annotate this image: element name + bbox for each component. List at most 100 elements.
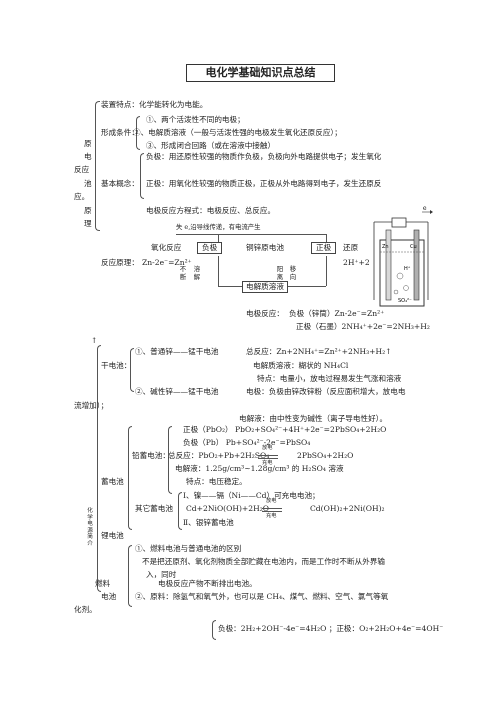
left-eqn: Zn-2e⁻=Zn²⁺ [142, 258, 192, 267]
fuel1-l1: 不是把还原剂、氧化剂物质全部贮藏在电池内，而是工作时不断从外界输 [142, 557, 385, 566]
v-right-1: 阳离 [276, 265, 284, 281]
page-title: 电化学基础知识点总结 [186, 64, 335, 82]
diagram-right-vert [326, 256, 327, 286]
lead-electrolyte: 电解液：1.25g/cm³~1.28g/cm³ 的 H₂SO₄ 溶液 [175, 464, 344, 473]
battery-side-label: 化学电源简介 [87, 508, 93, 547]
fuel1-l2: 入，同时 [146, 570, 177, 579]
yuandian-side-1: 原 [84, 139, 92, 148]
lead-label: 铅蓄电池： [132, 451, 170, 460]
cond-1: ①、两个活泼性不同的电极； [146, 115, 245, 124]
dry-brace [130, 348, 134, 392]
label-cu: Cu [410, 244, 417, 250]
other-label: 其它蓄电池 [135, 504, 173, 513]
cond-2: ②、电解质溶液（一般与活泼性强的电极发生氧化还原反应）； [133, 128, 342, 137]
fuel-label-1: 燃料 [95, 579, 111, 588]
electrode-label: 电极反应： [246, 309, 284, 318]
storage-brace [128, 426, 132, 530]
dry1-feature: 特点：电量小，放电过程易发生气涨和溶液 [257, 374, 402, 383]
concept-neg: 负极：用还原性较强的物质作负极，负极向外电路提供电子；发生氧化 [146, 152, 382, 161]
concept-brace [140, 153, 144, 199]
zn-plate [385, 229, 392, 301]
fuel-brace [128, 545, 132, 607]
cond-brace [136, 116, 140, 150]
other2-title: Ⅱ、银锌蓄电池 [183, 518, 234, 527]
diagram-left-vert [218, 256, 219, 286]
electrolyte-box: 电解质溶液 [242, 281, 288, 293]
label-so4: SO₄²⁻ [398, 298, 412, 304]
cond-3: ③、形成闭合回路（或在溶液中接触） [146, 141, 276, 150]
v-right-2: 移向 [289, 265, 297, 281]
other1-charge: 充电 [266, 513, 277, 519]
other1-title: Ⅰ、镍——镉（Ni——Cd）可充电电池； [183, 491, 320, 500]
diagram-right-drop [326, 234, 327, 242]
v-left-2: 溶解 [193, 265, 201, 281]
fuel1-l3: 电极反应产物不断排出电池。 [158, 579, 257, 588]
lead-neg: 负极（Pb） Pb+SO₄²⁻-2e⁻=PbSO₄ [183, 438, 311, 447]
electrode-arrow: ↑ [91, 336, 98, 345]
lead-discharge: 放电 [262, 445, 273, 451]
label-h: H⁺ [404, 266, 411, 272]
dry1-electrolyte: 电解质溶液：糊状的 NH₄Cl [253, 361, 349, 370]
electrode-neg: 负极（锌筒）Zn-2e⁻=Zn²⁺ [289, 309, 385, 318]
label-zn: Zn [382, 244, 389, 250]
yuandian-side-7: 理 [84, 219, 92, 228]
cell-figure: e Zn Cu H⁺ SO₄²⁻ [373, 205, 433, 307]
diagram-redu: 还原 [343, 243, 359, 252]
lead-arrow-top [258, 455, 278, 456]
fuel2: ②、原料：除氢气和氧气外，也可以是 CH₄、煤气、燃料、空气、氯气等氧 [135, 592, 389, 601]
other1-discharge: 放电 [266, 498, 277, 504]
other1-right: Cd(OH)₂+2Ni(OH)₂ [310, 504, 385, 513]
dry2-title: ②、碱性锌——锰干电池 [135, 387, 219, 396]
yuandian-side-4: 池 [84, 179, 92, 188]
lead-total-left: 总反应：PbO₂+Pb+2H₂SO₄ [168, 451, 270, 460]
other1-arrow-bottom [262, 511, 282, 512]
beaker [379, 239, 425, 307]
diagram-neg-box: 负极 [197, 242, 223, 254]
diagram-oxid: 氧化反应 [151, 243, 182, 252]
v-left-1: 不断 [179, 265, 187, 281]
device-feature: 装置特点：化学能转化为电能。 [101, 100, 208, 109]
lead-feature: 特点：电压稳定。 [186, 477, 247, 486]
other1-arrow-top [262, 508, 282, 509]
lead-charge: 充电 [262, 460, 273, 466]
fuel2-cont: 化剂。 [74, 605, 97, 614]
yuandian-brace [95, 101, 100, 231]
lead-brace [168, 426, 172, 494]
concept-label: 基本概念： [101, 179, 139, 188]
yuandian-side-6: 原 [84, 206, 92, 215]
diagram-top-note: 失 e,沿导线传递，有电流产生 [176, 223, 261, 231]
electrode-pos: 正极（石墨）2NH₄⁺+2e⁻=2NH₃+H₂ [296, 322, 430, 331]
lithium: 锂电池 [101, 531, 124, 540]
meter-box [391, 217, 407, 228]
dry1-total: 总反应：Zn+2NH₄⁺=Zn²⁺+2NH₃+H₂↑ [246, 347, 392, 356]
fuel-eq-brace [212, 620, 216, 640]
label-e: e [423, 205, 427, 212]
dry2-cont: 流增加）； [74, 401, 109, 410]
diagram-left-drop [218, 234, 219, 242]
lead-pos: 正极（PbO₂） PbO₂+SO₄²⁻+4H⁺+2e⁻=2PbSO₄+2H₂O [183, 425, 387, 434]
yuandian-side-3: 反应 [74, 165, 90, 174]
dry2-desc: 电极：负极由锌改锌粉（反应面积增大，放电电 [246, 387, 406, 396]
yuandian-side-5: 应。 [74, 192, 90, 201]
fuel-label-2: 电池 [101, 592, 117, 601]
concept-pos: 正极：用氧化性较强的物质正极，正极从外电路得到电子，发生还原反 [146, 179, 382, 188]
lead-total-right: 2PbSO₄+2H₂O [297, 451, 354, 460]
right-eqn: 2H⁺+2 [343, 258, 370, 267]
storage-label: 蓄电池 [101, 477, 124, 486]
cu-plate [413, 229, 420, 301]
fuel1-title: ①、燃料电池与普通电池的区别 [135, 544, 242, 553]
diagram-mid: 铜锌原电池 [246, 243, 284, 252]
dry1-title: ①、普通锌——锰干电池 [135, 347, 219, 356]
dry-label: 干电池： [101, 361, 132, 370]
cond-label: 形成条件： [101, 128, 139, 137]
lead-arrow-bottom [258, 458, 278, 459]
other1-left: Cd+2NiO(OH)+2H₂O [186, 504, 270, 513]
battery-brace [97, 345, 101, 592]
yuandian-side-2: 电 [84, 152, 92, 161]
dry2-electrolyte: 电解液：由中性变为碱性（离子导电性好）。 [239, 414, 388, 423]
diagram-pos-box: 正极 [311, 242, 337, 254]
fuel-neg: 负极：2H₂+2OH⁻-4e⁻=4H₂O ；正极：O₂+2H₂O+4e⁻=4OH… [218, 624, 444, 633]
diagram-top-line [176, 234, 326, 235]
principle-label: 反应原理： [101, 258, 139, 267]
eqn-line: 电极反应方程式：电极反应、总反应。 [146, 206, 276, 215]
